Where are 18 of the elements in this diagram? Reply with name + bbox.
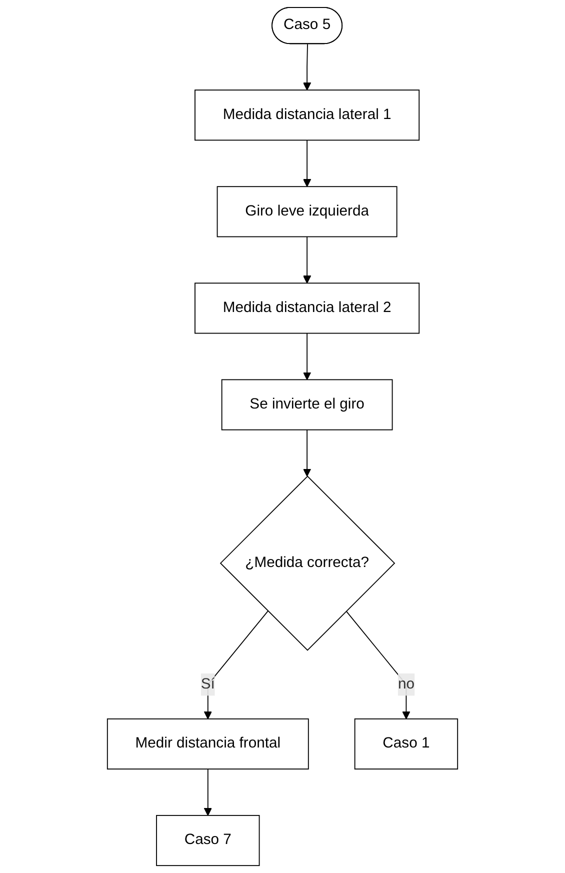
arrow — [302, 332, 312, 380]
arrow — [302, 429, 312, 477]
arrow — [204, 768, 212, 816]
edge-label: Sí — [200, 676, 215, 692]
node-box: Se invierte el giro — [221, 379, 393, 430]
edge-label: no — [398, 676, 414, 692]
arrow — [302, 236, 312, 284]
arrow — [302, 44, 312, 90]
arrow — [302, 140, 312, 187]
node-diamond: ¿Medida correcta? — [220, 476, 396, 651]
node-box: Caso 7 — [156, 814, 260, 866]
node-box: Medida distancia lateral 2 — [194, 282, 420, 334]
node-box: Giro leve izquierda — [216, 186, 398, 238]
arrow — [204, 610, 268, 720]
node-box: Medida distancia lateral 1 — [194, 90, 420, 141]
arrow — [346, 610, 410, 720]
node-box: Medir distancia frontal — [106, 718, 309, 770]
node-box: Caso 1 — [354, 718, 458, 770]
